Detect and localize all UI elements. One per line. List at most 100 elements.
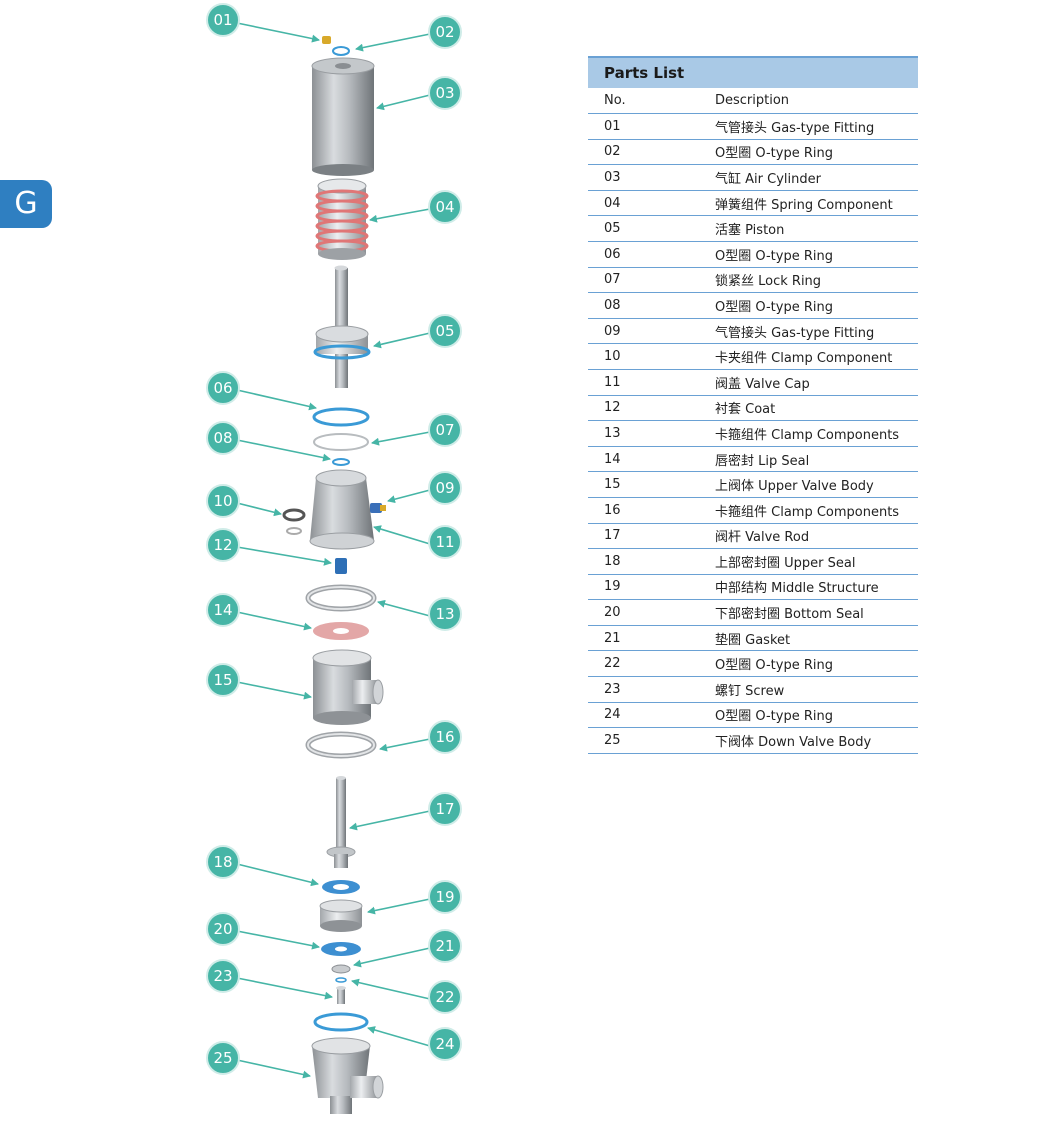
part-number: 10 [588,343,715,370]
part-down-valve-body-25 [311,1037,384,1114]
part-description: 锁紧丝 Lock Ring [715,267,918,294]
callout-16: 16 [428,720,462,754]
part-description: O型圈 O-type Ring [715,139,918,166]
part-number: 03 [588,164,715,191]
svg-text:23: 23 [213,967,232,985]
part-number: 14 [588,446,715,473]
part-valve-rod-17 [326,776,356,868]
part-number: 21 [588,625,715,652]
callout-24: 24 [428,1027,462,1061]
part-number: 12 [588,395,715,422]
part-description: 气缸 Air Cylinder [715,164,918,191]
part-description: 唇密封 Lip Seal [715,446,918,473]
svg-text:24: 24 [435,1035,454,1053]
callout-09: 09 [428,471,462,505]
part-o-ring-08 [332,458,350,466]
part-number: 18 [588,548,715,575]
part-description: O型圈 O-type Ring [715,241,918,268]
callout-25: 25 [206,1041,240,1075]
part-number: 13 [588,420,715,447]
part-o-ring-06 [312,407,370,427]
part-valve-cap-11 [309,469,375,550]
callout-12: 12 [206,528,240,562]
part-number: 09 [588,318,715,345]
column-header-no: No. [588,88,715,114]
part-number: 20 [588,599,715,626]
part-number: 08 [588,292,715,319]
callout-01: 01 [206,3,240,37]
part-gas-fitting-01 [322,36,331,44]
part-number: 16 [588,497,715,524]
part-number: 19 [588,574,715,601]
part-o-ring-02 [332,46,350,56]
part-o-ring-24 [313,1012,369,1032]
part-description: 活塞 Piston [715,215,918,242]
callout-07: 07 [428,413,462,447]
part-description: 衬套 Coat [715,395,918,422]
callout-20: 20 [206,912,240,946]
parts-table-header-row: No. Description [588,88,918,114]
svg-text:01: 01 [213,11,232,29]
callout-21: 21 [428,929,462,963]
callout-11: 11 [428,525,462,559]
svg-text:10: 10 [213,492,232,510]
callout-06: 06 [206,371,240,405]
part-description: O型圈 O-type Ring [715,650,918,678]
callout-23: 23 [206,959,240,993]
part-gasket-21 [331,964,351,974]
part-piston-05 [313,265,371,388]
column-header-description: Description [715,88,918,114]
part-number: 04 [588,190,715,217]
svg-text:13: 13 [435,605,454,623]
part-clamp-16 [305,731,377,759]
part-number: 15 [588,471,715,498]
callout-14: 14 [206,593,240,627]
part-number: 01 [588,113,715,140]
svg-text:17: 17 [435,800,454,818]
callout-18: 18 [206,845,240,879]
svg-text:19: 19 [435,888,454,906]
svg-text:15: 15 [213,671,232,689]
part-description: O型圈 O-type Ring [715,292,918,319]
section-tab: G [0,180,52,228]
part-lock-ring-07 [313,433,369,451]
part-description: 下部密封圈 Bottom Seal [715,599,918,626]
part-number: 22 [588,650,715,678]
part-description: 弹簧组件 Spring Component [715,190,918,217]
part-air-cylinder-03 [311,57,375,176]
svg-text:06: 06 [213,379,232,397]
svg-text:21: 21 [435,937,454,955]
callout-17: 17 [428,792,462,826]
part-number: 24 [588,702,715,729]
part-number: 25 [588,727,715,754]
svg-text:22: 22 [435,988,454,1006]
part-lip-seal-14 [313,622,369,640]
callout-03: 03 [428,76,462,110]
part-gas-fitting-09 [370,503,386,513]
part-upper-seal-18 [322,880,360,894]
part-coat-12 [335,558,347,574]
callout-08: 08 [206,421,240,455]
part-description: 卡箍组件 Clamp Components [715,497,918,524]
callout-22: 22 [428,980,462,1014]
part-description: 阀盖 Valve Cap [715,369,918,396]
part-bottom-seal-20 [321,942,361,956]
